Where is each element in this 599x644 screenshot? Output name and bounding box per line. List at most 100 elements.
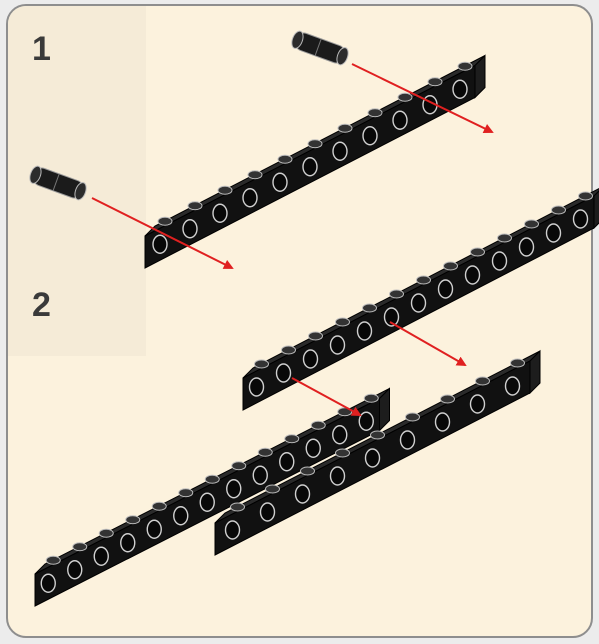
- connector-pin-left-ridge: [52, 173, 60, 191]
- technic-beam-11-assembled-stud: [231, 461, 247, 471]
- technic-beam-11-stud: [277, 154, 293, 164]
- technic-beam-11-assembled-hole: [146, 519, 162, 539]
- connector-pin-top-end-right: [336, 47, 349, 66]
- technic-beam-11-assembled: [34, 387, 390, 607]
- technic-beam-11-hole: [272, 172, 288, 192]
- technic-beam-9-hole: [294, 484, 311, 504]
- technic-beam-11-hole: [302, 157, 318, 177]
- technic-beam-13-hole: [356, 321, 373, 341]
- connector-pin-left-end-right: [74, 182, 87, 201]
- technic-beam-9-stud: [370, 430, 385, 440]
- step-1-number: 1: [32, 30, 51, 68]
- technic-beam-13-stud: [524, 219, 539, 229]
- technic-beam-11-hole: [452, 79, 468, 99]
- technic-beam-9-stud: [230, 502, 245, 512]
- technic-beam-11-assembled-stud: [284, 434, 300, 444]
- technic-beam-13: [242, 188, 599, 411]
- technic-beam-13-hole: [437, 279, 454, 299]
- technic-beam-13-hole: [545, 223, 562, 243]
- technic-beam-11: [144, 54, 486, 269]
- technic-beam-11-assembled-hole: [226, 479, 242, 499]
- technic-beam-9-stud: [405, 412, 420, 422]
- technic-beam-13-hole: [410, 293, 427, 313]
- technic-beam-9-hole: [399, 430, 416, 450]
- technic-beam-11-assembled-stud: [178, 488, 194, 498]
- technic-beam-9-hole: [329, 466, 346, 486]
- technic-beam-13-hole: [491, 251, 508, 271]
- technic-beam-13-hole: [518, 237, 535, 257]
- technic-beam-13-stud: [551, 205, 566, 215]
- step-2-number: 2: [32, 286, 51, 324]
- technic-beam-13-hole: [572, 209, 589, 229]
- connector-pin-left: [29, 165, 87, 201]
- technic-beam-11-assembled-hole: [93, 546, 109, 566]
- technic-beam-11-assembled-stud: [257, 447, 273, 457]
- technic-beam-9-stud: [300, 466, 315, 476]
- technic-beam-13-stud: [308, 331, 323, 341]
- technic-beam-11-stud: [367, 108, 383, 118]
- technic-beam-11-assembled-hole: [332, 425, 348, 445]
- technic-beam-11-stud: [457, 61, 473, 71]
- technic-beam-11-hole: [182, 219, 198, 239]
- technic-beam-9-stud: [510, 358, 525, 368]
- technic-beam-13-hole: [383, 307, 400, 327]
- technic-beam-11-hole: [332, 141, 348, 161]
- technic-beam-11-assembled-hole: [358, 411, 374, 431]
- arrow-pin-left: [91, 197, 234, 269]
- technic-beam-9-hole: [469, 394, 486, 414]
- technic-beam-13-stud: [335, 317, 350, 327]
- arrow-pin-top: [351, 63, 494, 134]
- technic-beam-13-stud: [389, 289, 404, 299]
- technic-beam-13-stud: [416, 275, 431, 285]
- technic-beam-11-stud: [187, 201, 203, 211]
- technic-beam-11-stud: [307, 139, 323, 149]
- technic-beam-11-hole: [362, 126, 378, 146]
- technic-beam-13-stud: [578, 191, 593, 201]
- technic-beam-13-stud: [362, 303, 377, 313]
- technic-beam-11-assembled-end: [379, 387, 390, 432]
- technic-beam-9-hole: [434, 412, 451, 432]
- technic-beam-11-assembled-hole: [199, 492, 215, 512]
- technic-beam-13-hole: [275, 363, 292, 383]
- technic-beam-9-stud: [335, 448, 350, 458]
- technic-beam-11-assembled-hole: [120, 533, 136, 553]
- technic-beam-11-stud: [427, 77, 443, 87]
- technic-beam-13-stud: [497, 233, 512, 243]
- technic-beam-11-assembled-stud: [151, 501, 167, 511]
- technic-beam-11-assembled-hole: [252, 465, 268, 485]
- technic-beam-13-stud: [281, 345, 296, 355]
- technic-beam-13-hole: [248, 377, 265, 397]
- technic-beam-11-hole: [152, 234, 168, 254]
- technic-beam-11-assembled-stud: [204, 474, 220, 484]
- connector-pin-top-end-left: [291, 30, 304, 49]
- technic-beam-11-assembled-stud: [310, 420, 326, 430]
- connector-pin-top: [291, 30, 349, 66]
- connector-pin-left-end-left: [29, 165, 42, 184]
- technic-beam-11-assembled-stud: [98, 528, 114, 538]
- technic-beam-9-hole: [364, 448, 381, 468]
- technic-beam-9-stud: [440, 394, 455, 404]
- technic-beam-11-stud: [217, 185, 233, 195]
- technic-beam-9-end: [529, 349, 541, 395]
- technic-beam-13-hole: [302, 349, 319, 369]
- technic-beam-11-assembled-hole: [305, 438, 321, 458]
- technic-beam-11-hole: [242, 188, 258, 208]
- arrow-step2-lower: [291, 377, 362, 416]
- technic-beam-11-assembled-hole: [40, 573, 56, 593]
- technic-beam-11-assembled-stud: [125, 515, 141, 525]
- technic-beam-9-stud: [265, 484, 280, 494]
- technic-beam-13-stud: [254, 359, 269, 369]
- technic-beam-9-hole: [259, 502, 276, 522]
- connector-pin-top-ridge: [314, 38, 322, 56]
- technic-beam-13-end: [593, 190, 599, 230]
- technic-beam-11-hole: [392, 110, 408, 130]
- technic-beam-13-hole: [329, 335, 346, 355]
- technic-beam-11-assembled-stud: [45, 555, 61, 565]
- technic-beam-13-hole: [464, 265, 481, 285]
- technic-beam-11-assembled-hole: [173, 506, 189, 526]
- technic-beam-11-stud: [337, 123, 353, 133]
- technic-beam-11-stud: [157, 216, 173, 226]
- technic-beam-13-stud: [470, 247, 485, 257]
- arrow-step2-upper: [389, 321, 467, 366]
